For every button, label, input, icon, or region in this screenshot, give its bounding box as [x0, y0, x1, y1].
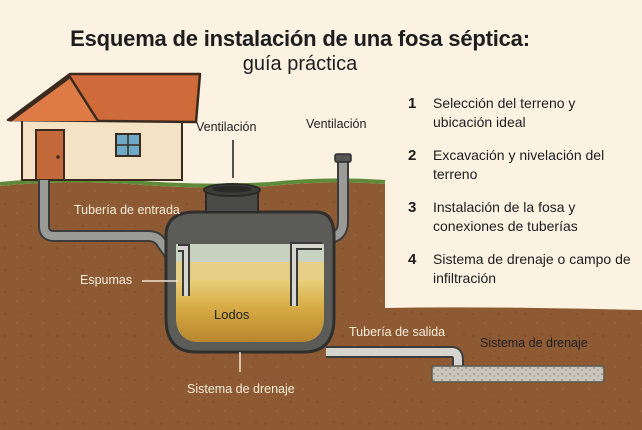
step-number: 3 — [408, 199, 417, 216]
step-text: Selección del terreno y ubicación ideal — [433, 95, 576, 130]
page-title: Esquema de instalación de una fosa sépti… — [70, 26, 530, 51]
step-text: Sistema de drenaje o campo de infiltraci… — [433, 251, 631, 286]
tank-lid-icon — [203, 183, 261, 213]
step-number: 2 — [408, 147, 417, 164]
step-item: 1 Selección del terreno y ubicación idea… — [406, 92, 636, 144]
house-icon — [6, 72, 202, 181]
label-sludge: Lodos — [214, 307, 250, 322]
step-number: 1 — [408, 95, 417, 112]
page-subtitle: guía práctica — [242, 53, 358, 75]
step-item: 3 Instalación de la fosa y conexiones de… — [406, 196, 636, 248]
label-vent-right: Ventilación — [306, 117, 367, 131]
label-outlet-pipe: Tubería de salida — [349, 325, 446, 339]
sludge-layer — [176, 280, 324, 342]
step-text: Instalación de la fosa y conexiones de t… — [433, 199, 578, 234]
label-inlet-pipe: Tubería de entrada — [74, 203, 180, 217]
step-text: Excavación y nivelación del terreno — [433, 147, 605, 182]
step-number: 4 — [408, 251, 417, 268]
step-item: 2 Excavación y nivelación del terreno — [406, 144, 636, 196]
step-item: 4 Sistema de drenaje o campo de infiltra… — [406, 248, 636, 300]
drainage-bed — [431, 365, 605, 383]
label-scum: Espumas — [80, 273, 133, 287]
label-drain-bottom: Sistema de drenaje — [187, 382, 295, 396]
scum-layer — [176, 262, 324, 282]
label-drain-right: Sistema de drenaje — [480, 336, 588, 350]
steps-list: 1 Selección del terreno y ubicación idea… — [406, 92, 636, 300]
label-vent-left: Ventilación — [196, 120, 257, 134]
